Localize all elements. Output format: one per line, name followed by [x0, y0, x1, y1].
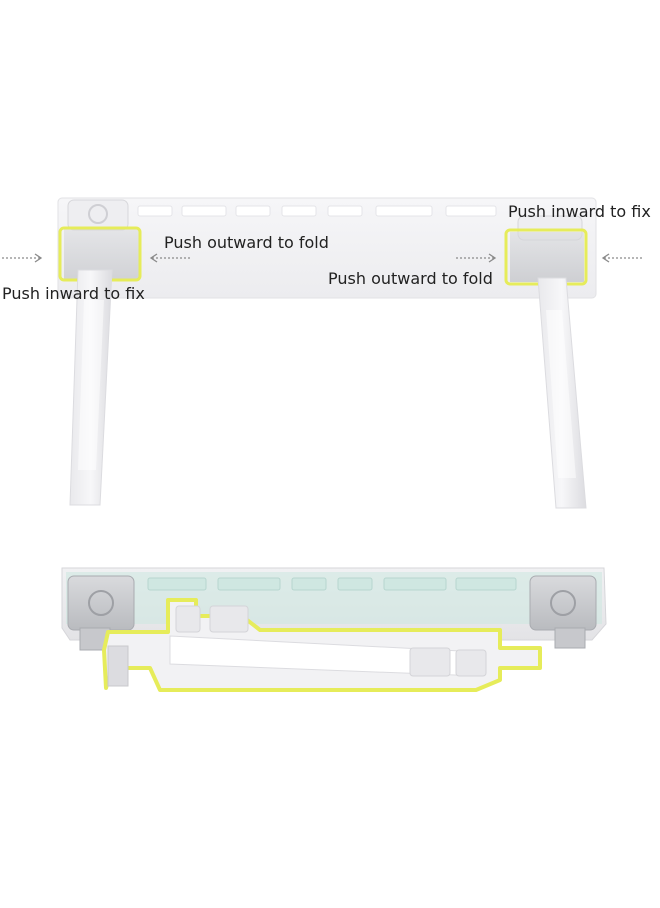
stand-top-bar: [57, 197, 597, 299]
dotted-arrow-left-icon: [601, 253, 644, 263]
folded-right-hinge: [529, 575, 597, 649]
right-hinge: [504, 215, 588, 286]
stand-folded: [61, 567, 607, 692]
dotted-arrow-right-icon: [456, 253, 497, 263]
stand-unfolded: [2, 197, 644, 509]
left-hinge: [58, 199, 142, 282]
dotted-arrow-right-icon: [2, 253, 43, 263]
left-push-outward-label: Push outward to fold: [164, 233, 329, 252]
right-push-inward-label: Push inward to fix: [508, 202, 651, 221]
dotted-arrow-left-icon: [149, 253, 190, 263]
stand-top-slots: [137, 205, 497, 217]
left-push-inward-label: Push inward to fix: [2, 284, 145, 303]
folded-slots: [147, 577, 517, 591]
folded-left-hinge: [67, 575, 135, 651]
folded-legs: [102, 598, 542, 692]
right-push-outward-label: Push outward to fold: [328, 269, 493, 288]
